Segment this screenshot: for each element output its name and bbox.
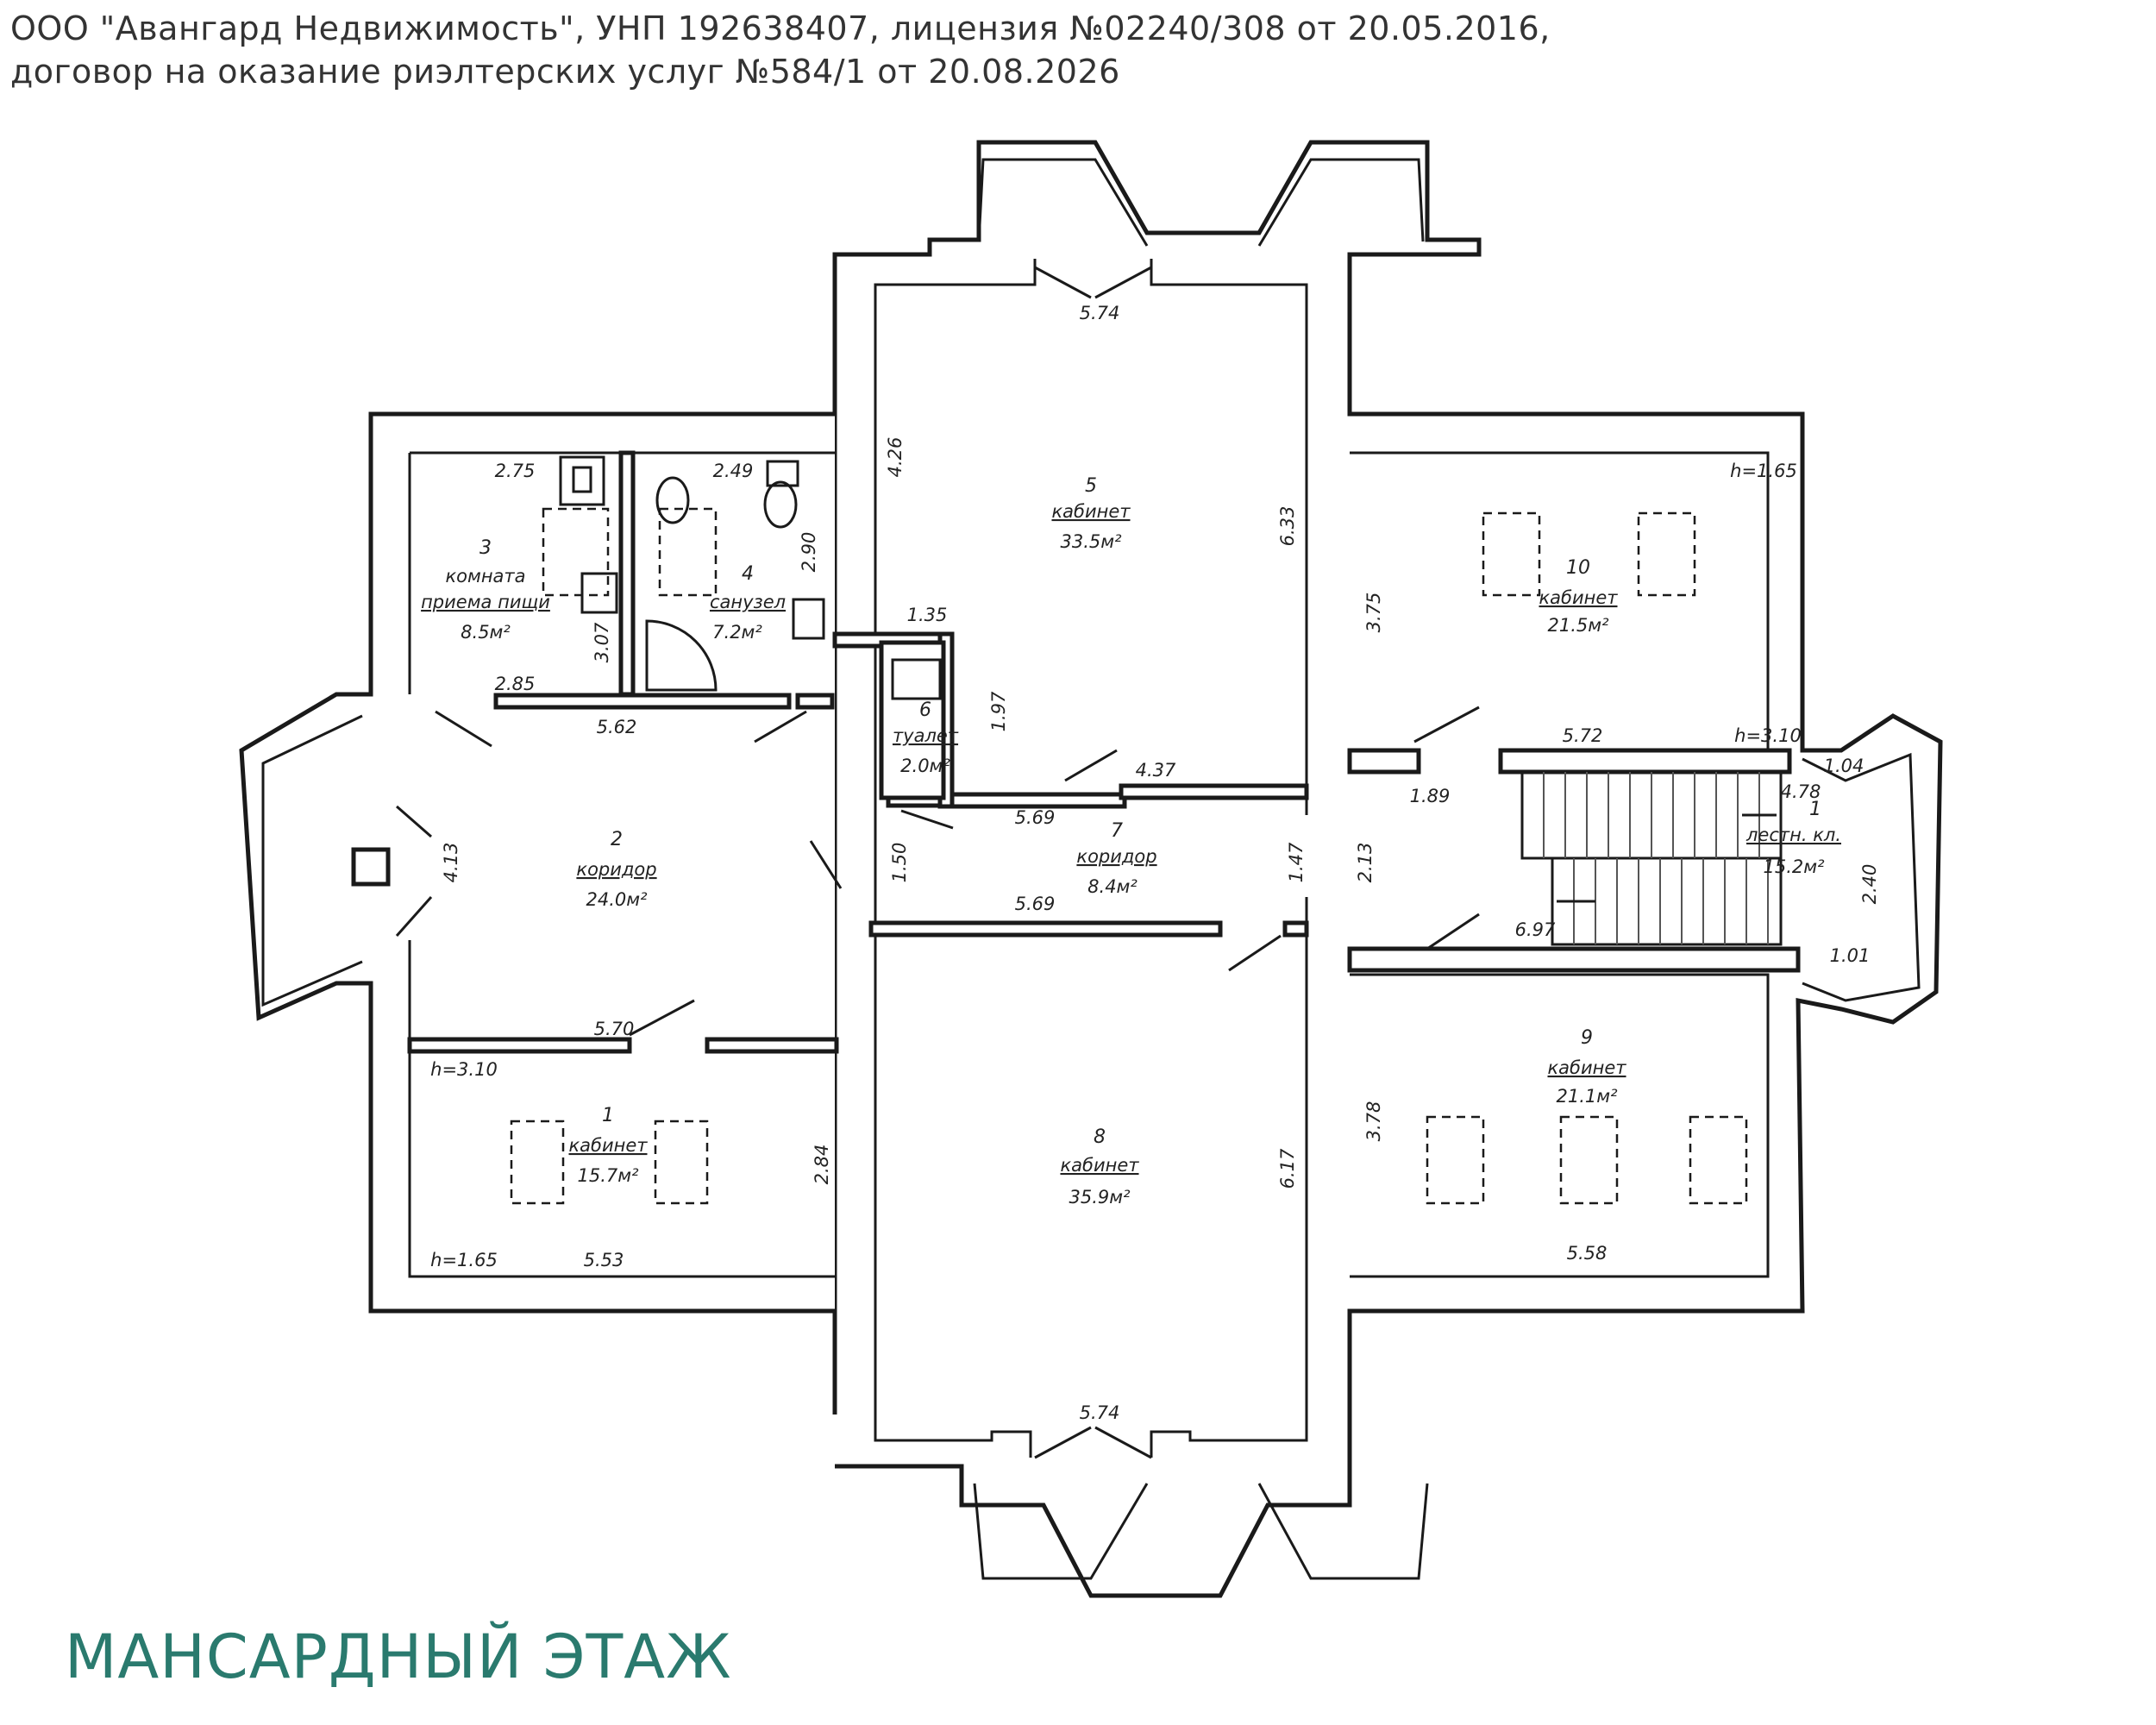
svg-text:21.5м²: 21.5м² bbox=[1547, 615, 1609, 636]
svg-text:8: 8 bbox=[1094, 1126, 1106, 1148]
svg-text:15.2м²: 15.2м² bbox=[1763, 856, 1825, 877]
door-swings bbox=[395, 266, 1480, 1459]
room-8-label: 8 кабинет 35.9м² bbox=[1060, 1126, 1139, 1208]
svg-text:10: 10 bbox=[1566, 557, 1590, 579]
dim-landing: 1.89 bbox=[1410, 786, 1451, 806]
header-line-2: договор на оказание риэлтерских услуг №5… bbox=[10, 53, 1120, 91]
dim-room10-left: 3.75 bbox=[1363, 593, 1384, 633]
svg-text:кабинет: кабинет bbox=[1051, 501, 1131, 522]
room-2-label: 2 коридор 24.0м² bbox=[576, 829, 656, 910]
dim-toilet-right: 1.97 bbox=[988, 691, 1009, 731]
svg-text:1: 1 bbox=[602, 1105, 614, 1126]
svg-text:приема пищи: приема пищи bbox=[421, 592, 550, 612]
svg-text:8.5м²: 8.5м² bbox=[461, 622, 511, 643]
dim-room4-top: 2.49 bbox=[713, 461, 754, 481]
dim-corridor7-bottom: 5.69 bbox=[1015, 894, 1056, 914]
dim-room1-right: 2.84 bbox=[812, 1145, 832, 1185]
dim-room3-top: 2.75 bbox=[495, 461, 536, 481]
svg-text:24.0м²: 24.0м² bbox=[586, 889, 648, 910]
dim-stair-width: 4.78 bbox=[1781, 781, 1821, 802]
room-10-label: 10 кабинет 21.5м² bbox=[1539, 557, 1618, 636]
dim-room4-right: 2.90 bbox=[799, 532, 819, 573]
svg-text:5: 5 bbox=[1085, 475, 1097, 497]
dim-stair-top: 1.04 bbox=[1824, 756, 1865, 776]
dim-room10-height-1: h=1.65 bbox=[1730, 461, 1797, 481]
dim-stair-right: 2.40 bbox=[1859, 864, 1880, 905]
dim-room3-right: 3.07 bbox=[592, 622, 612, 662]
dim-corridor7-top: 4.37 bbox=[1136, 760, 1176, 781]
dim-opening-right: 2.13 bbox=[1355, 843, 1376, 883]
dimension-labels: 5.74 4.26 6.33 2.75 2.49 2.90 3.07 h=1.6… bbox=[430, 303, 1880, 1423]
svg-text:9: 9 bbox=[1581, 1027, 1593, 1049]
svg-text:6: 6 bbox=[919, 699, 931, 721]
svg-text:7: 7 bbox=[1111, 820, 1123, 842]
dim-room10-bottom: 5.72 bbox=[1563, 725, 1603, 746]
svg-text:кабинет: кабинет bbox=[1539, 587, 1618, 608]
dim-room1-height-1: h=3.10 bbox=[430, 1059, 498, 1080]
interior-partitions bbox=[351, 450, 1801, 1054]
room-stair-label: 1 лестн. кл. 15.2м² bbox=[1745, 799, 1841, 877]
floor-title: МАНСАРДНЫЙ ЭТАЖ bbox=[65, 1622, 732, 1692]
dim-corridor7-left: 5.69 bbox=[1015, 807, 1056, 828]
svg-text:коридор: коридор bbox=[1076, 846, 1156, 867]
svg-text:21.1м²: 21.1м² bbox=[1556, 1086, 1618, 1107]
dim-room1-bottom: 5.53 bbox=[584, 1250, 624, 1270]
svg-text:2.0м²: 2.0м² bbox=[900, 756, 950, 776]
dim-stair-bottom: 1.01 bbox=[1830, 945, 1871, 966]
svg-text:кабинет: кабинет bbox=[568, 1135, 648, 1156]
dim-corridor2-left: 4.13 bbox=[441, 843, 461, 883]
svg-text:туалет: туалет bbox=[893, 725, 959, 746]
dim-corridor7-right: 1.47 bbox=[1286, 842, 1307, 882]
room-labels: 3 комната приема пищи 8.5м² 4 санузел 7.… bbox=[421, 475, 1841, 1208]
room-5-label: 5 кабинет 33.5м² bbox=[1051, 475, 1131, 552]
svg-text:7.2м²: 7.2м² bbox=[712, 622, 762, 643]
svg-text:1: 1 bbox=[1809, 799, 1821, 820]
dim-room10-height-2: h=3.10 bbox=[1734, 725, 1802, 746]
dim-corridor2-top: 5.62 bbox=[597, 717, 637, 737]
room-9-label: 9 кабинет 21.1м² bbox=[1547, 1027, 1626, 1107]
header-line-1: ООО "Авангард Недвижимость", УНП 1926384… bbox=[10, 9, 1551, 47]
dim-room9-left: 3.78 bbox=[1363, 1101, 1384, 1142]
svg-text:коридор: коридор bbox=[576, 859, 656, 880]
svg-text:санузел: санузел bbox=[710, 592, 786, 612]
listing-header: ООО "Авангард Недвижимость", УНП 1926384… bbox=[10, 7, 2149, 93]
svg-text:лестн. кл.: лестн. кл. bbox=[1745, 825, 1841, 845]
room-1-label: 1 кабинет 15.7м² bbox=[568, 1105, 648, 1186]
room-7-label: 7 коридор 8.4м² bbox=[1076, 820, 1156, 897]
svg-text:3: 3 bbox=[479, 537, 492, 559]
svg-text:комната: комната bbox=[445, 566, 525, 586]
svg-text:35.9м²: 35.9м² bbox=[1069, 1187, 1131, 1208]
dim-room5-right: 6.33 bbox=[1277, 506, 1298, 547]
svg-text:33.5м²: 33.5м² bbox=[1060, 531, 1122, 552]
outer-walls bbox=[239, 140, 1943, 1598]
staircase bbox=[1520, 770, 1783, 946]
dim-stair-length: 6.97 bbox=[1515, 919, 1556, 940]
room-6-label: 6 туалет 2.0м² bbox=[893, 699, 959, 776]
svg-text:15.7м²: 15.7м² bbox=[577, 1165, 639, 1186]
dim-bottom-width: 5.74 bbox=[1080, 1402, 1120, 1423]
room-4-label: 4 санузел 7.2м² bbox=[710, 563, 786, 643]
fixtures bbox=[510, 455, 1748, 1205]
svg-text:2: 2 bbox=[611, 829, 623, 850]
svg-text:4: 4 bbox=[742, 563, 754, 585]
svg-text:8.4м²: 8.4м² bbox=[1087, 876, 1138, 897]
dim-room1-height-2: h=1.65 bbox=[430, 1250, 498, 1270]
room-3-label: 3 комната приема пищи 8.5м² bbox=[421, 537, 550, 643]
dim-corridor2-right: 1.50 bbox=[889, 843, 910, 883]
dim-corridor2-top-left: 2.85 bbox=[495, 674, 536, 694]
dim-room5-left: 4.26 bbox=[885, 437, 906, 478]
svg-text:кабинет: кабинет bbox=[1547, 1057, 1626, 1078]
dim-toilet-top: 1.35 bbox=[907, 605, 948, 625]
dim-room1-top: 5.70 bbox=[594, 1019, 635, 1039]
dim-room9-bottom: 5.58 bbox=[1567, 1243, 1608, 1264]
dim-room8-right: 6.17 bbox=[1277, 1148, 1298, 1189]
svg-text:кабинет: кабинет bbox=[1060, 1155, 1139, 1176]
dim-top-width: 5.74 bbox=[1080, 303, 1120, 323]
